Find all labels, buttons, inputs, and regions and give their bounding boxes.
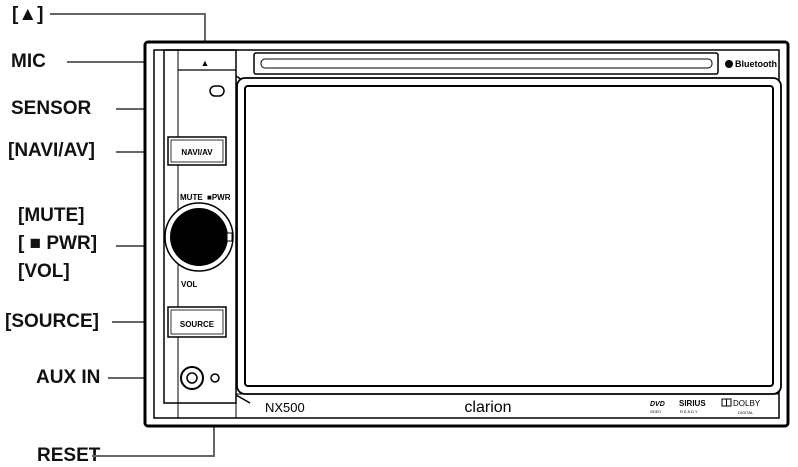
sirius-sub-label: R E A D Y (680, 409, 698, 414)
callout-navi-av: [NAVI/AV] (8, 140, 95, 161)
source-label: SOURCE (180, 320, 215, 329)
callout-mute-line: [MUTE] (18, 205, 85, 226)
dolby-sub-label: DIGITAL (738, 410, 754, 415)
dolby-logo: DOLBY (733, 399, 761, 408)
knob-notch (226, 232, 233, 242)
vol-label: VOL (181, 280, 198, 289)
model-name: NX500 (265, 400, 305, 415)
volume-knob[interactable] (170, 208, 228, 266)
leader-eject (50, 13, 206, 50)
callout-vol-line: [VOL] (18, 261, 70, 282)
control-panel (163, 49, 237, 404)
bottom-strip (235, 393, 780, 419)
sirius-logo: SIRIUS (679, 399, 706, 408)
bluetooth-label: Bluetooth (735, 59, 777, 69)
mute-label: MUTE (180, 193, 203, 202)
navi-av-label: NAVI/AV (181, 148, 213, 157)
source-button[interactable] (167, 306, 227, 338)
callout-mute-pwr-vol: [MUTE] [ ■ PWR] [VOL] (18, 205, 97, 283)
dvd-logo: DVD (650, 401, 665, 408)
panel-hinge-bottom (235, 394, 251, 404)
source-button-inner (170, 309, 224, 335)
navi-av-button[interactable] (167, 136, 227, 166)
dvd-sub-label: VIDEO (650, 410, 661, 414)
pwr-label: ■PWR (207, 193, 231, 202)
brand-logo: clarion (464, 399, 511, 416)
navi-av-button-inner (170, 139, 224, 163)
disc-slot-opening (260, 58, 713, 69)
callout-source: [SOURCE] (5, 311, 99, 332)
touch-screen[interactable] (244, 85, 774, 387)
aux-in-jack-core (186, 372, 198, 384)
callout-aux-in: AUX IN (36, 367, 101, 388)
eject-button[interactable]: ▲ (201, 58, 210, 68)
bluetooth-icon (725, 60, 733, 68)
callout-pwr-line: [ ■ PWR] (18, 233, 98, 254)
callout-eject: [▲] (12, 4, 44, 25)
callout-reset: RESET (37, 445, 101, 466)
reset-button[interactable] (210, 373, 220, 383)
sensor (209, 85, 225, 97)
callout-mic: MIC (11, 51, 46, 72)
callout-sensor: SENSOR (11, 98, 92, 119)
